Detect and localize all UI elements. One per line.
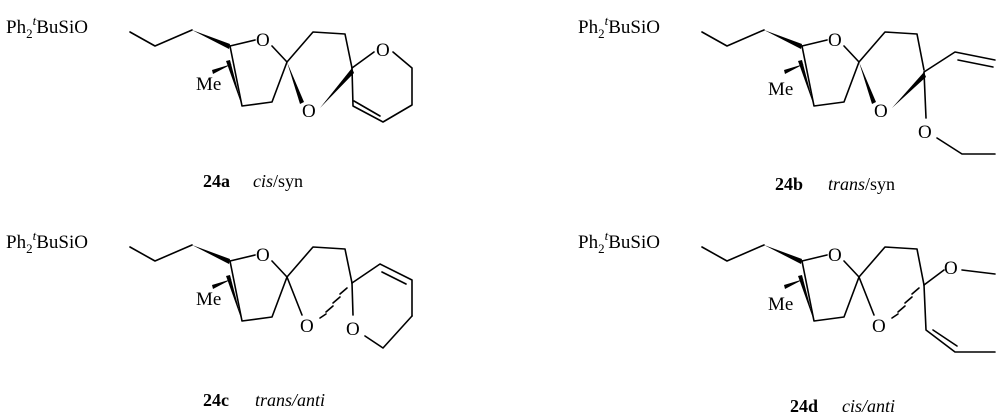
structure-24c: Ph2tBuSiO O Me O O 24c trans/anti xyxy=(6,228,413,410)
hashed-bond xyxy=(891,287,920,319)
methyl-wedge xyxy=(784,279,804,289)
bond xyxy=(229,39,256,47)
compound-id: 24a xyxy=(203,171,230,191)
ring-bond xyxy=(286,31,353,69)
bond xyxy=(351,51,375,69)
wedge-bond xyxy=(798,275,814,321)
structure-24a: Ph2tBuSiO O Me O O 24a cis/syn xyxy=(6,13,413,191)
double-bond xyxy=(353,100,381,117)
wedge-bond xyxy=(226,60,242,106)
oxygen-label: O xyxy=(874,101,888,122)
bond xyxy=(858,276,875,316)
compound-id: 24c xyxy=(203,390,229,410)
stereo-label: cis/anti xyxy=(842,396,895,416)
methyl-label: Me xyxy=(768,79,793,100)
siloxy-group-label: Ph2tBuSiO xyxy=(578,228,660,256)
oxygen-label: O xyxy=(872,316,886,337)
wedge-bond xyxy=(320,68,354,108)
methyl-wedge xyxy=(212,279,232,289)
siloxy-group-label: Ph2tBuSiO xyxy=(6,228,88,256)
ethyl-chain xyxy=(701,244,765,262)
methyl-wedge xyxy=(784,64,804,74)
oxygen-label: O xyxy=(302,101,316,122)
stereo-label: trans/syn xyxy=(828,174,895,194)
wedge-bond xyxy=(192,245,230,264)
wedge-bond xyxy=(859,62,876,104)
oxygen-label: O xyxy=(256,30,270,51)
oxygen-label: O xyxy=(828,30,842,51)
bond xyxy=(351,282,354,316)
thf-ring xyxy=(801,260,860,322)
methyl-wedge xyxy=(212,64,232,74)
oxygen-label: O xyxy=(918,122,932,143)
stereo-label: cis/syn xyxy=(253,171,303,191)
oxygen-label: O xyxy=(256,245,270,266)
wedge-bond xyxy=(192,30,230,49)
thf-ring xyxy=(229,45,288,107)
siloxy-group-label: Ph2tBuSiO xyxy=(6,13,88,41)
oxygen-label: O xyxy=(376,40,390,61)
wedge-bond xyxy=(287,62,304,104)
pyran-bond xyxy=(961,269,996,275)
ring-bond xyxy=(858,246,925,286)
hashed-bond xyxy=(319,287,348,319)
compound-id: 24b xyxy=(775,174,803,194)
bond xyxy=(923,71,927,119)
pyran-bond xyxy=(936,137,996,155)
methyl-label: Me xyxy=(196,289,221,310)
bond xyxy=(923,269,945,286)
wedge-bond xyxy=(798,60,814,106)
pyran-bond xyxy=(923,284,996,353)
wedge-bond xyxy=(764,30,802,49)
pyran-bond xyxy=(364,315,413,349)
oxygen-label: O xyxy=(300,316,314,337)
bond xyxy=(801,254,828,262)
oxygen-label: O xyxy=(346,319,360,340)
bond xyxy=(801,39,828,47)
pyran-bond xyxy=(351,263,413,317)
oxygen-label: O xyxy=(828,245,842,266)
methyl-label: Me xyxy=(768,294,793,315)
bond xyxy=(229,254,256,262)
thf-ring xyxy=(801,45,860,107)
methyl-label: Me xyxy=(196,74,221,95)
wedge-bond xyxy=(892,72,926,108)
wedge-bond xyxy=(226,275,242,321)
structure-24d: Ph2tBuSiO O Me O O 24d cis/anti xyxy=(578,228,996,416)
pyran-ring xyxy=(351,51,413,123)
double-bond xyxy=(957,59,994,68)
ring-bond xyxy=(286,246,353,284)
double-bond xyxy=(381,271,407,285)
pyran-bond xyxy=(923,51,996,73)
stereo-label: trans/anti xyxy=(255,390,325,410)
ring-bond xyxy=(858,31,925,71)
ethyl-chain xyxy=(129,29,193,47)
structure-24b: Ph2tBuSiO O Me O O 24b trans/syn xyxy=(578,13,996,194)
compound-id: 24d xyxy=(790,396,818,416)
ethyl-chain xyxy=(129,244,193,262)
thf-ring xyxy=(229,260,288,322)
oxygen-label: O xyxy=(944,258,958,279)
ethyl-chain xyxy=(701,29,765,47)
double-bond xyxy=(932,329,958,347)
bond xyxy=(286,276,303,316)
siloxy-group-label: Ph2tBuSiO xyxy=(578,13,660,41)
wedge-bond xyxy=(764,245,802,264)
